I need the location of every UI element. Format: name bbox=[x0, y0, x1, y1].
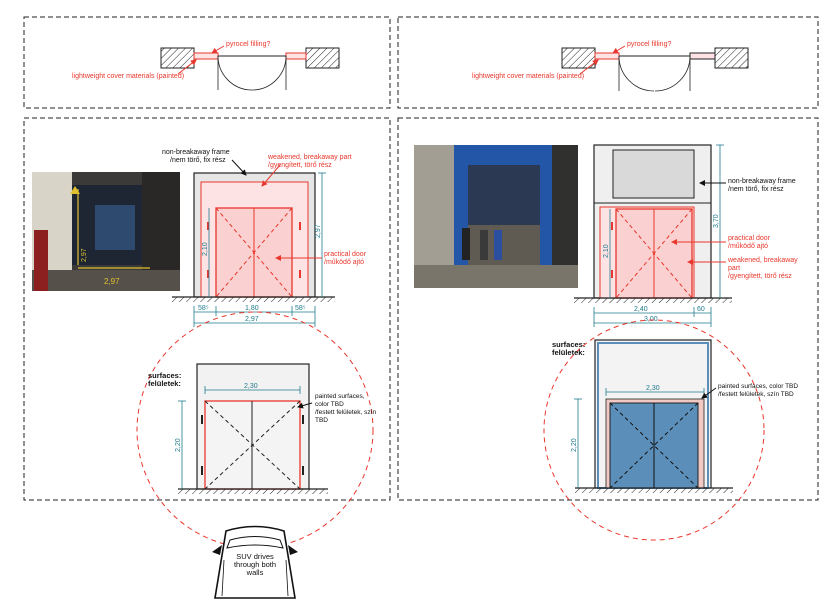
right-plan-drawing bbox=[561, 45, 749, 92]
left-frame-label-2: /nem törő, fix rész bbox=[170, 157, 226, 164]
left-surf-note-3: /festett felületek, szín bbox=[315, 409, 376, 416]
right-main-panel bbox=[397, 117, 819, 501]
right-dim-height: 2,10 bbox=[603, 244, 610, 258]
left-door-label-1: practical door bbox=[324, 251, 367, 258]
left-photo-dim-1: 2,97 bbox=[81, 248, 88, 262]
right-weak-label-2: part bbox=[728, 265, 740, 272]
left-surf-note-1: painted surfaces, bbox=[315, 393, 365, 400]
right-weak-label-1: weakened, breakaway bbox=[727, 257, 798, 264]
left-surfaces-label-1: surfaces: bbox=[148, 371, 181, 380]
suv-car-icon bbox=[212, 525, 298, 599]
right-surf-note-2: /festett felületek, szín TBD bbox=[718, 391, 794, 398]
left-main-panel bbox=[23, 117, 391, 501]
right-plan-panel bbox=[397, 16, 819, 109]
left-dim-total-w: 2,97 bbox=[245, 316, 259, 323]
left-dim-total-h: 2,97 bbox=[315, 224, 322, 238]
left-cover-label: lightweight cover materials (painted) bbox=[72, 73, 184, 80]
left-weak-label-1: weakened, breakaway part bbox=[267, 154, 352, 161]
left-plan-panel bbox=[23, 16, 391, 109]
right-surf-dim-w: 2,30 bbox=[646, 385, 660, 392]
left-dim-a: 58⁵ bbox=[198, 305, 209, 312]
left-surf-note-2: color TBD bbox=[315, 401, 344, 408]
left-site-photo bbox=[32, 172, 180, 291]
right-surfaces-drawing bbox=[574, 339, 733, 493]
right-frame-label-2: /nem törő, fix rész bbox=[728, 186, 784, 193]
left-photo-dim-2: 2,97 bbox=[104, 277, 120, 286]
right-elevation bbox=[574, 144, 732, 327]
left-dim-height: 2,10 bbox=[202, 242, 209, 256]
left-elevation bbox=[172, 159, 335, 327]
suv-label-2: through both bbox=[234, 560, 276, 569]
left-dim-b: 1,80 bbox=[245, 305, 259, 312]
left-surf-note-4: TBD bbox=[315, 417, 328, 424]
left-plan-drawing bbox=[160, 45, 340, 91]
left-frame-label-1: non-breakaway frame bbox=[162, 149, 230, 156]
right-door-label-1: practical door bbox=[728, 235, 771, 242]
right-frame-label-1: non-breakaway frame bbox=[728, 178, 796, 185]
right-dim-a: 2,40 bbox=[634, 306, 648, 313]
left-weak-label-2: /gyengített, törő rész bbox=[268, 162, 332, 169]
suv-label-3: walls bbox=[246, 568, 264, 577]
right-cover-label: lightweight cover materials (painted) bbox=[472, 73, 584, 80]
right-surfaces-label-1: surfaces: bbox=[552, 340, 585, 349]
left-surfaces-label-2: felületek: bbox=[148, 379, 181, 388]
right-door-label-2: /működő ajtó bbox=[728, 243, 768, 250]
left-pyrocel-label: pyrocel filling? bbox=[226, 41, 270, 48]
suv-label-1: SUV drives bbox=[236, 552, 274, 561]
right-surf-note-1: painted surfaces, color TBD bbox=[718, 383, 798, 390]
right-dim-total-w: 3,00 bbox=[644, 316, 658, 323]
left-surf-dim-h: 2,20 bbox=[175, 438, 182, 452]
right-pyrocel-label: pyrocel filling? bbox=[627, 41, 671, 48]
right-site-photo bbox=[414, 145, 578, 288]
right-dim-total-h: 3,70 bbox=[713, 214, 720, 228]
left-surf-dim-w: 2,30 bbox=[244, 383, 258, 390]
right-impact-circle bbox=[543, 319, 765, 541]
right-surfaces-label-2: felületek: bbox=[552, 348, 585, 357]
left-dim-c: 58⁵ bbox=[295, 305, 306, 312]
left-door-label-2: /működő ajtó bbox=[324, 259, 364, 266]
left-surfaces-drawing bbox=[178, 363, 328, 494]
right-surf-dim-h: 2,20 bbox=[571, 438, 578, 452]
left-impact-circle bbox=[136, 311, 374, 549]
right-dim-b: 60 bbox=[697, 306, 705, 313]
right-weak-label-3: /gyengített, törő rész bbox=[728, 273, 792, 280]
